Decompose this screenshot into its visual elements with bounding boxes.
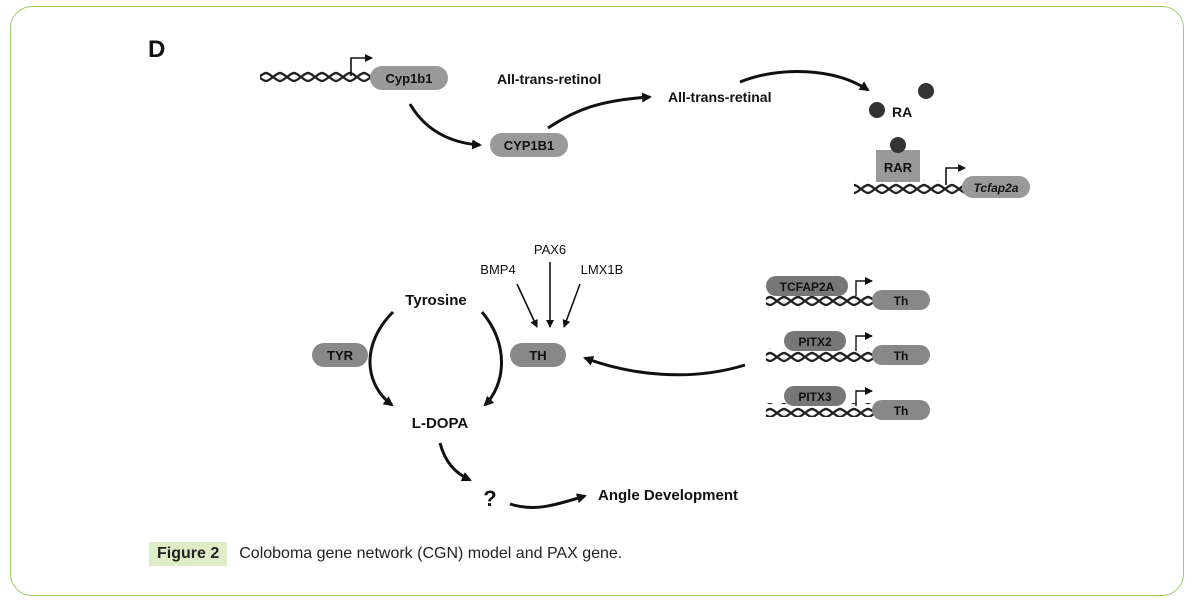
dna-strand xyxy=(766,403,876,417)
dna-strand xyxy=(766,293,876,307)
regulator-pitx3: PITX3 Th xyxy=(766,386,930,420)
tyr-label: TYR xyxy=(327,348,354,363)
th-box xyxy=(510,343,566,367)
transcription-factor-label: PITX3 xyxy=(798,390,832,404)
th-gene-box xyxy=(872,290,930,310)
angle-development-label: Angle Development xyxy=(598,487,738,504)
caption-text: Coloboma gene network (CGN) model and PA… xyxy=(239,545,623,562)
th-gene-box xyxy=(872,345,930,365)
th-gene-label: Th xyxy=(894,349,909,363)
cyp1b1-protein-box xyxy=(490,133,568,157)
arrow-tyrosine-to-ldopa-right xyxy=(480,311,503,407)
promoter-arrow xyxy=(855,277,873,296)
cyp1b1-gene-box xyxy=(370,66,448,90)
regulator-pitx2: PITX2 Th xyxy=(766,331,930,365)
arrow-ldopa-to-unknown xyxy=(438,442,472,482)
transcription-factor-box xyxy=(784,386,846,406)
transcription-factor-label: TCFAP2A xyxy=(780,280,835,294)
bmp4-label: BMP4 xyxy=(480,262,515,277)
tyr-box xyxy=(312,343,368,367)
tcfap2a-gene-label: Tcfap2a xyxy=(974,181,1019,195)
arrow-to-angle-development xyxy=(509,493,587,509)
pax6-label: PAX6 xyxy=(534,242,566,257)
panel-letter: D xyxy=(148,36,165,63)
arrow-tyrosine-to-ldopa-left xyxy=(368,310,395,407)
arrow-retinol-to-retinal xyxy=(547,92,652,130)
lmx1b-label: LMX1B xyxy=(581,262,624,277)
arrow-lmx1b-to-th xyxy=(562,283,581,328)
ra-molecule xyxy=(918,83,934,99)
promoter-arrow xyxy=(350,54,373,76)
transcription-factor-box xyxy=(766,276,848,296)
unknown-step-label: ? xyxy=(483,486,496,511)
promoter-arrow xyxy=(855,387,873,406)
promoter-arrow xyxy=(945,164,966,185)
promoter-arrow xyxy=(855,332,873,351)
retinol-label: All-trans-retinol xyxy=(497,71,601,87)
regulator-tcfap2a: TCFAP2A Th xyxy=(766,276,930,310)
th-label: TH xyxy=(529,348,546,363)
ldopa-label: L-DOPA xyxy=(412,415,469,432)
transcription-factor-box xyxy=(784,331,846,351)
retinal-label: All-trans-retinal xyxy=(668,89,771,105)
th-gene-label: Th xyxy=(894,294,909,308)
dna-strand xyxy=(766,348,876,362)
figure-caption: Figure 2 Coloboma gene network (CGN) mod… xyxy=(149,541,622,567)
arrow-retinal-to-ra xyxy=(739,70,870,92)
rar-label: RAR xyxy=(884,160,913,175)
th-gene-label: Th xyxy=(894,404,909,418)
arrow-bmp4-to-th xyxy=(516,283,538,328)
tcfap2a-gene-box xyxy=(962,176,1030,198)
dna-strand xyxy=(260,71,380,85)
rar-receptor xyxy=(876,150,920,182)
dna-strand xyxy=(854,180,972,194)
cyp1b1-gene-label: Cyp1b1 xyxy=(386,71,433,86)
th-gene-box xyxy=(872,400,930,420)
transcription-factor-label: PITX2 xyxy=(798,335,832,349)
cyp1b1-protein-label: CYP1B1 xyxy=(504,138,555,153)
tyrosine-label: Tyrosine xyxy=(405,292,466,309)
ra-label: RA xyxy=(892,104,912,120)
arrow-regulators-to-th xyxy=(583,356,746,377)
ra-bound xyxy=(890,137,906,153)
arrow-cyp1b1-expression xyxy=(408,103,482,150)
ra-molecule xyxy=(869,102,885,118)
figure-label: Figure 2 xyxy=(149,542,228,566)
